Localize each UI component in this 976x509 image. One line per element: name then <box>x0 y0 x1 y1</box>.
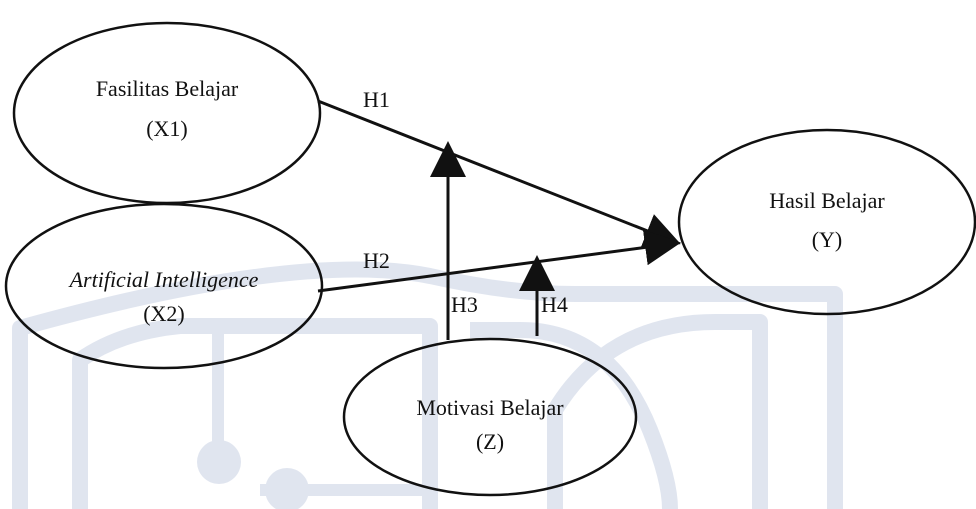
node-x1: Fasilitas Belajar (X1) <box>12 21 322 205</box>
watermark-outer-arc <box>12 261 843 509</box>
watermark-right-curve <box>470 322 678 509</box>
edges <box>317 99 681 340</box>
node-z-code: (Z) <box>476 429 504 454</box>
node-z-title: Motivasi Belajar <box>416 395 564 420</box>
edge-x1-to-y <box>317 99 681 248</box>
label-h4: H4 <box>541 292 568 317</box>
label-h1: H1 <box>363 87 390 112</box>
node-x2: Artificial Intelligence (X2) <box>4 202 324 370</box>
node-y: Hasil Belajar (Y) <box>677 128 976 316</box>
node-x1-code: (X1) <box>146 116 188 141</box>
edge-x2-to-y <box>317 229 681 293</box>
label-h2: H2 <box>363 248 390 273</box>
node-y-title: Hasil Belajar <box>769 188 885 213</box>
node-x2-ellipse <box>4 202 324 370</box>
node-z-ellipse <box>342 337 638 497</box>
node-y-code: (Y) <box>812 227 843 252</box>
hypothesis-labels: H1 H2 H3 H4 <box>363 87 568 317</box>
node-y-ellipse <box>677 128 976 316</box>
node-z: Motivasi Belajar (Z) <box>342 337 638 497</box>
node-x1-ellipse <box>12 21 322 205</box>
watermark-dot-right <box>265 468 309 509</box>
watermark-right-arc <box>547 313 768 509</box>
node-x2-title: Artificial Intelligence <box>68 267 259 292</box>
node-x1-title: Fasilitas Belajar <box>96 76 239 101</box>
watermark-dot-left <box>197 440 241 484</box>
node-x2-code: (X2) <box>143 301 185 326</box>
label-h3: H3 <box>451 292 478 317</box>
